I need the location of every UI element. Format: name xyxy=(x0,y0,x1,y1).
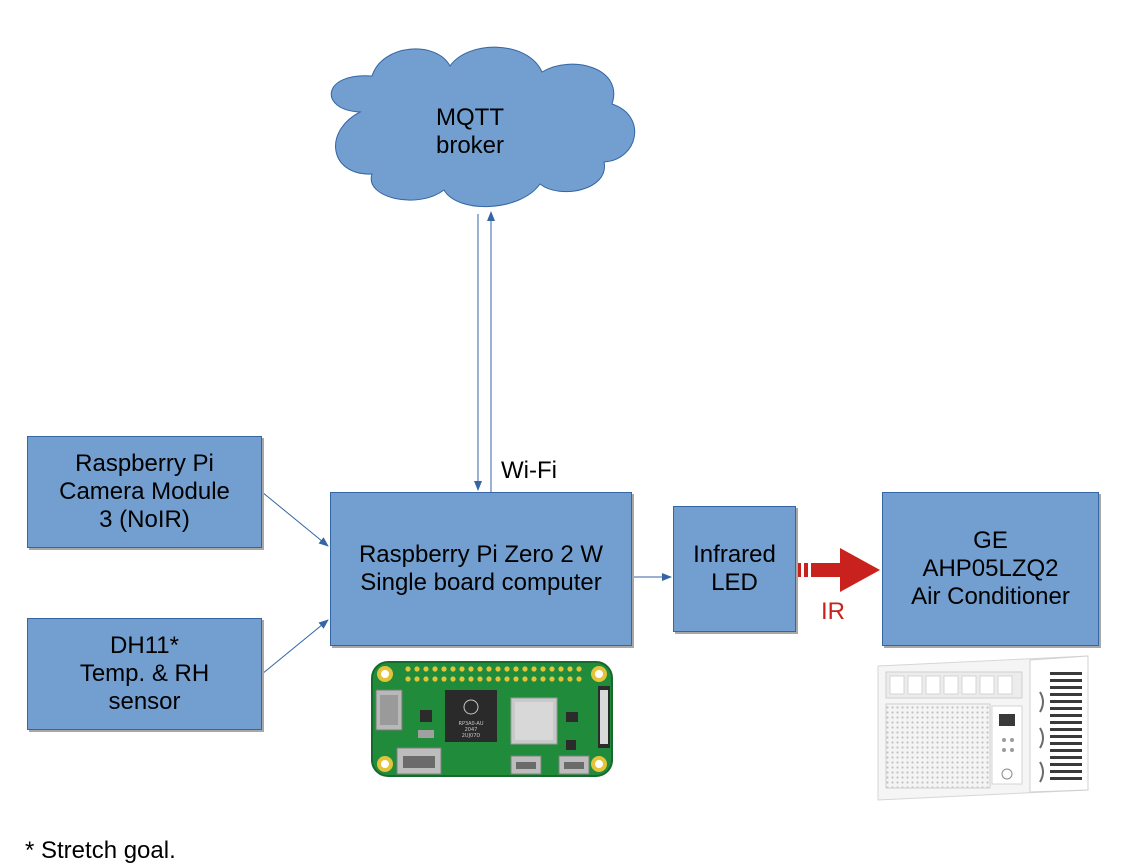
temp-rh-sensor-box: DH11* Temp. & RH sensor xyxy=(27,618,262,730)
mqtt-broker-line-2: broker xyxy=(435,132,505,159)
sensor-line-1: DH11* xyxy=(110,632,179,659)
air-conditioner-photo xyxy=(877,655,1089,801)
air-conditioner-box: GE AHP05LZQ2 Air Conditioner xyxy=(882,492,1099,646)
sensor-to-pi-arrow xyxy=(261,619,329,675)
camera-module-box: Raspberry Pi Camera Module 3 (NoIR) xyxy=(27,436,262,548)
raspberry-logo-icon xyxy=(463,699,479,715)
brand-logo-icon xyxy=(1001,768,1013,780)
pi-zero-line-2: Single board computer xyxy=(360,569,602,596)
stretch-goal-footnote: * Stretch goal. xyxy=(25,837,176,864)
mqtt-cloud-shape xyxy=(330,46,636,207)
air-conditioner-line-3: Air Conditioner xyxy=(911,583,1070,610)
infrared-led-line-2: LED xyxy=(711,569,758,596)
mqtt-broker-label: MQTT broker xyxy=(400,104,540,160)
air-conditioner-line-1: GE xyxy=(973,527,1008,554)
ir-arrow xyxy=(798,548,880,592)
ir-label: IR xyxy=(821,598,845,625)
pi-zero-box: Raspberry Pi Zero 2 W Single board compu… xyxy=(330,492,632,646)
camera-module-line-1: Raspberry Pi xyxy=(75,450,214,477)
chip-marking-1: RP3A0-AU xyxy=(458,721,483,727)
mqtt-broker-line-1: MQTT xyxy=(436,104,504,131)
chip-marking-2: 2047 xyxy=(465,727,478,733)
sensor-line-2: Temp. & RH xyxy=(79,660,210,687)
wifi-link xyxy=(474,211,495,492)
wifi-label: Wi-Fi xyxy=(501,457,557,484)
chip-marking-3: 2UJ07D xyxy=(462,733,481,739)
pi-zero-board-photo: RP3A0-AU 2047 2UJ07D xyxy=(371,661,613,777)
camera-module-line-2: Camera Module xyxy=(59,478,230,505)
infrared-led-box: Infrared LED xyxy=(673,506,796,632)
air-conditioner-line-2: AHP05LZQ2 xyxy=(922,555,1059,582)
infrared-led-line-1: Infrared xyxy=(693,541,776,568)
camera-module-line-3: 3 (NoIR) xyxy=(99,506,190,533)
camera-to-pi-arrow xyxy=(261,491,329,547)
sensor-line-3: sensor xyxy=(108,688,181,715)
pi-zero-line-1: Raspberry Pi Zero 2 W xyxy=(358,541,604,568)
